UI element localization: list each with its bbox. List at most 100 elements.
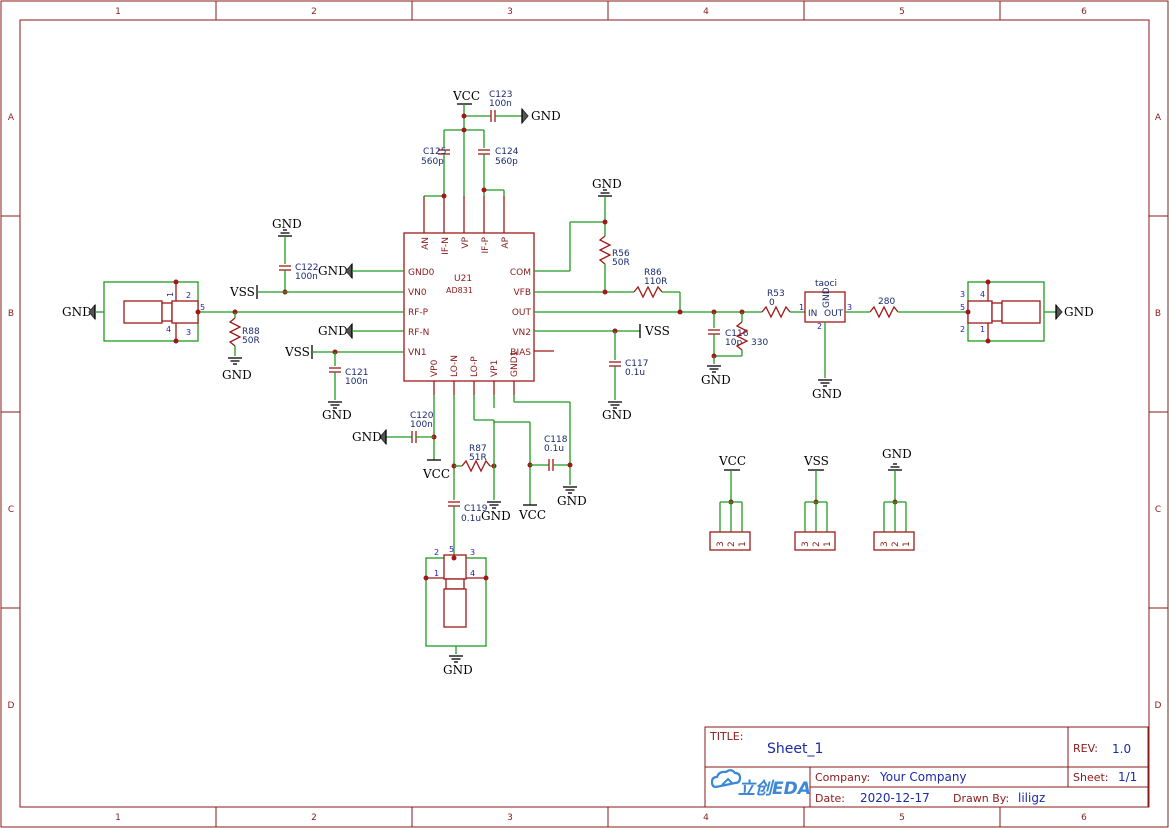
title-value: Sheet_1 <box>767 741 823 757</box>
zone-row-a-right: A <box>1155 113 1162 123</box>
c121-ref: C121 <box>345 368 368 378</box>
sheet-label: Sheet: <box>1073 771 1109 784</box>
r86-value: 110R <box>644 277 667 287</box>
right-network: GND R56 50R R86 110R VSS GND C117 <box>534 177 805 422</box>
svg-text:2: 2 <box>186 291 191 300</box>
net-label-vss-vn2: VSS <box>644 324 670 338</box>
r56-value: 50R <box>612 258 630 268</box>
svg-text:1: 1 <box>980 325 985 334</box>
pin-bias: BIAS <box>510 348 531 358</box>
title-label: TITLE: <box>709 730 743 743</box>
net-label-gnd-c121: GND <box>322 408 352 422</box>
net-label-vss-vn0: VSS <box>229 285 255 299</box>
zone-labels-left: A B C D <box>8 113 15 711</box>
net-label-vss-header: VSS <box>803 454 829 468</box>
u21-mixer-chip[interactable]: U21 AD831 GND0 VN0 RF-P RF-N VN1 COM VFB… <box>403 196 554 395</box>
date-label: Date: <box>815 792 845 805</box>
zone-col-6: 6 <box>1081 7 1087 17</box>
c123-ref: C123 <box>489 90 512 100</box>
zone-col-1: 1 <box>115 7 121 17</box>
pin-out: OUT <box>512 308 532 318</box>
header-vss[interactable]: VSS 3 2 1 <box>794 454 836 551</box>
logo-text: 立创EDA <box>738 779 811 799</box>
svg-text:3: 3 <box>960 290 965 299</box>
net-label-gnd-gnd0: GND <box>318 264 348 278</box>
c125-value: 560p <box>421 157 444 167</box>
svg-text:1: 1 <box>166 292 175 297</box>
svg-text:1: 1 <box>823 541 833 547</box>
zone-row-d: D <box>8 701 15 711</box>
pin-lo-p: LO-P <box>470 356 480 377</box>
header-gnd[interactable]: GND 3 2 1 <box>873 447 915 551</box>
c118-ref: C118 <box>544 435 568 445</box>
zone-row-b: B <box>8 309 14 319</box>
net-label-gnd-taoci: GND <box>812 387 842 401</box>
pin-vfb: VFB <box>513 288 531 298</box>
title-block: TITLE: Sheet_1 REV: 1.0 Company: Your Co… <box>704 726 1149 808</box>
svg-text:2: 2 <box>817 322 822 331</box>
zone-row-b-right: B <box>1155 309 1161 319</box>
sma-connector-left[interactable]: GND 1 2 5 4 3 <box>62 279 205 344</box>
net-label-gnd-c117: GND <box>602 408 632 422</box>
pin-if-n: IF-N <box>441 237 451 255</box>
c125-ref: C125 <box>423 147 446 157</box>
net-label-vcc-vp0: VCC <box>422 467 450 481</box>
net-label-gnd-com: GND <box>592 177 622 191</box>
pin-vp1: VP1 <box>490 360 500 377</box>
svg-text:2: 2 <box>812 541 822 547</box>
pin-ap: AP <box>501 236 511 248</box>
svg-text:4: 4 <box>166 325 171 334</box>
zone-col-5: 5 <box>899 7 905 17</box>
svg-text:5: 5 <box>200 303 205 312</box>
svg-text:2: 2 <box>960 325 965 334</box>
c123-value: 100n <box>489 99 512 109</box>
c116-ref: C116 <box>725 329 749 339</box>
company-value: Your Company <box>879 770 967 784</box>
net-label-gnd-c120: GND <box>352 430 382 444</box>
rev-label: REV: <box>1073 742 1098 755</box>
net-label-vcc-vp1: VCC <box>518 508 546 522</box>
pin-vp: VP <box>461 236 471 248</box>
c116-value: 10p <box>725 338 742 348</box>
zone-col-3: 3 <box>507 7 513 17</box>
sma-connector-right[interactable]: 3 4 5 2 1 GND <box>960 279 1094 344</box>
drawn-value: liligz <box>1018 791 1045 805</box>
date-value: 2020-12-17 <box>860 791 930 805</box>
svg-text:3: 3 <box>470 548 475 557</box>
header-vcc[interactable]: VCC 3 2 1 <box>709 454 751 551</box>
zone-col-4-bottom: 4 <box>703 813 709 823</box>
pin-gnd1: GND1 <box>510 351 520 377</box>
svg-text:3: 3 <box>186 328 191 337</box>
taoci-filter[interactable]: taoci GND IN OUT 3 2 GND <box>804 279 870 401</box>
net-label-vcc-top: VCC <box>452 89 480 103</box>
rev-value: 1.0 <box>1112 742 1131 756</box>
c122-value: 100n <box>295 272 318 282</box>
pin-vn0: VN0 <box>408 288 427 298</box>
svg-text:3: 3 <box>847 303 852 312</box>
taoci-pin-gnd: GND <box>822 287 832 308</box>
sma-connector-bottom[interactable]: 2 5 3 1 4 GND <box>423 545 489 677</box>
zone-col-6-bottom: 6 <box>1081 813 1087 823</box>
net-label-gnd-sma-right: GND <box>1064 305 1094 319</box>
resistor-280[interactable]: 280 <box>869 297 968 318</box>
c122-ref: C122 <box>295 263 318 273</box>
pin-com: COM <box>510 268 531 278</box>
svg-text:5: 5 <box>960 303 965 312</box>
svg-text:4: 4 <box>470 569 475 578</box>
svg-text:3: 3 <box>716 541 726 547</box>
c118-value: 0.1u <box>544 444 564 454</box>
c119-value: 0.1u <box>461 514 481 524</box>
sheet-value: 1/1 <box>1118 770 1137 784</box>
r87-ref: R87 <box>469 444 487 454</box>
r280-value: 280 <box>878 297 895 307</box>
pin-rf-p: RF-P <box>408 308 429 318</box>
c120-value: 100n <box>410 420 433 430</box>
net-label-gnd-c122: GND <box>272 217 302 231</box>
c124-ref: C124 <box>495 147 519 157</box>
pin-vn1: VN1 <box>408 348 427 358</box>
c121-value: 100n <box>345 377 368 387</box>
taoci-pin-out: OUT <box>824 309 844 319</box>
pin-lo-n: LO-N <box>450 355 460 377</box>
